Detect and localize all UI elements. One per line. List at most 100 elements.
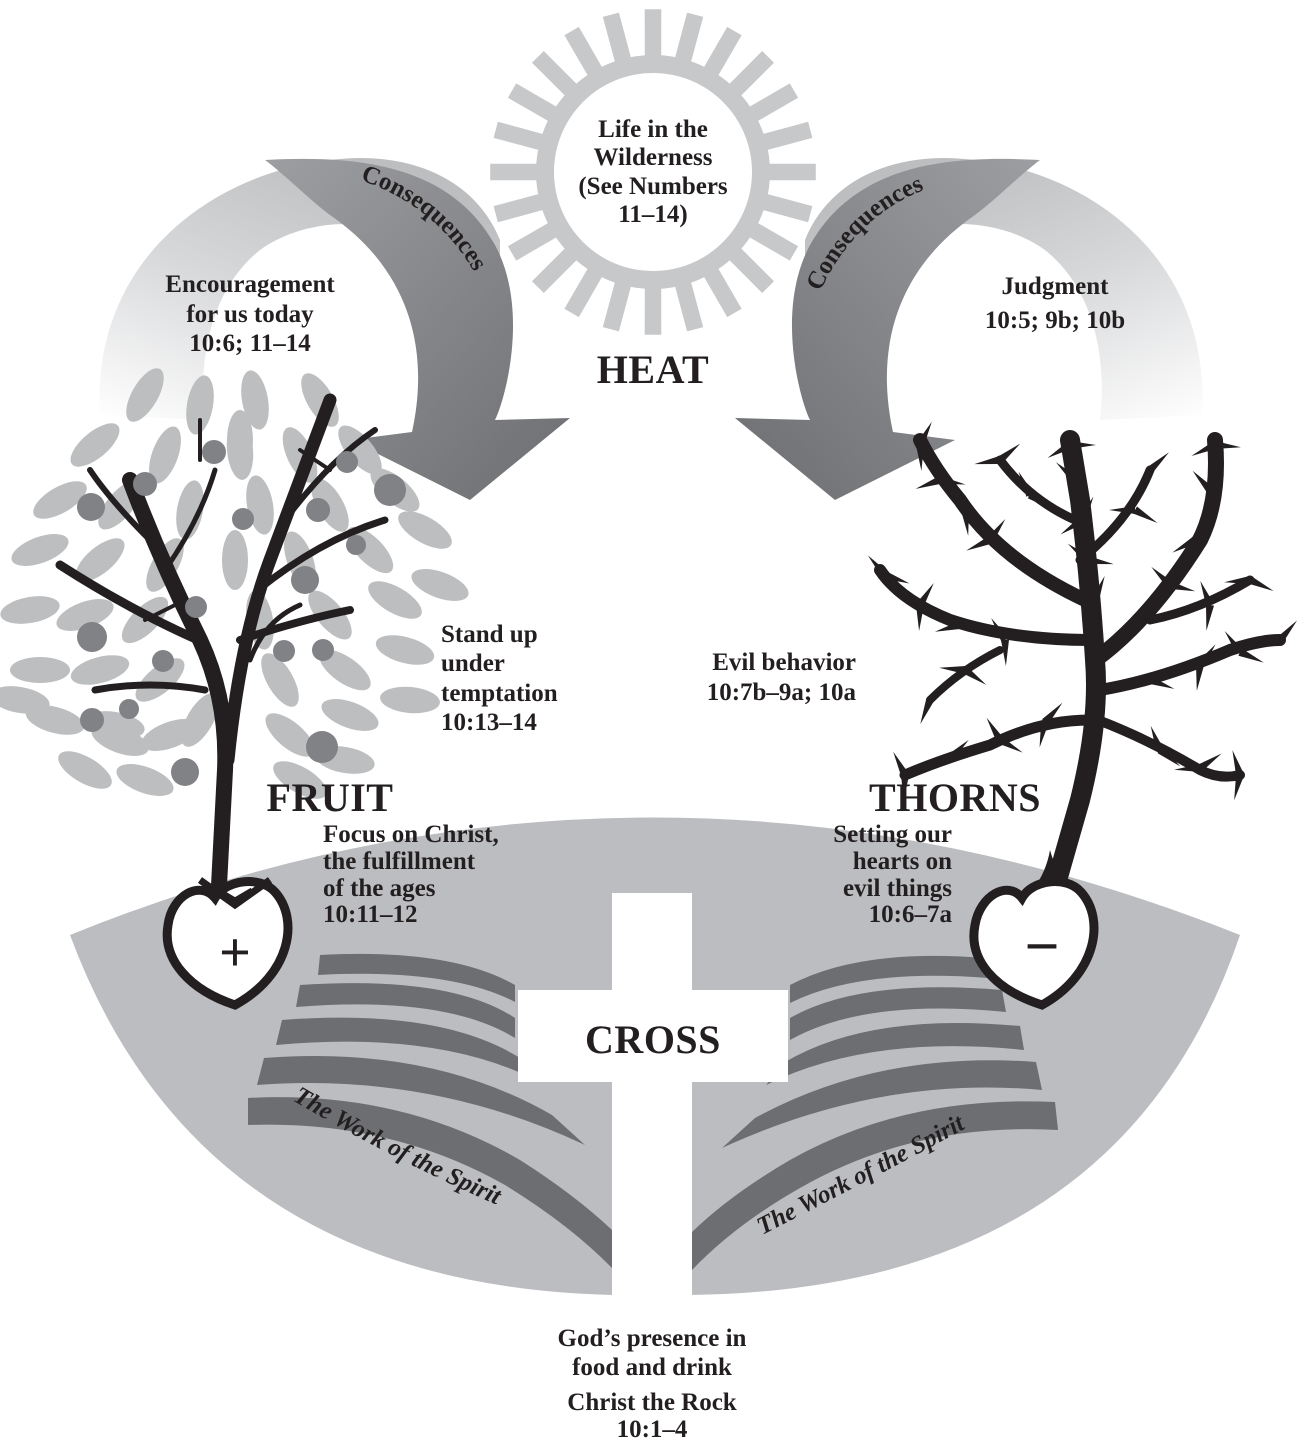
- fruit: [185, 596, 207, 618]
- thorn-spike: [916, 605, 924, 631]
- thorn-branch: [1095, 440, 1216, 660]
- plus-symbol: +: [205, 925, 265, 981]
- stand-up-text: Stand up under temptation 10:13–14: [441, 620, 621, 737]
- thorns-label: THORNS: [850, 774, 1060, 821]
- thorn-spike: [1087, 556, 1113, 564]
- setting-line: 10:6–7a: [790, 902, 952, 929]
- presence-line: God’s presence in: [512, 1325, 792, 1354]
- encouragement-text: Encouragement for us today 10:6; 11–14: [140, 270, 360, 359]
- stand-up-line: temptation: [441, 679, 621, 708]
- thorn-spike: [1206, 604, 1214, 630]
- setting-line: evil things: [790, 876, 952, 903]
- judgment-line: 10:5; 9b; 10b: [955, 304, 1155, 338]
- sun-text: Life in the Wilderness (See Numbers 11–1…: [553, 116, 753, 229]
- focus-text: Focus on Christ, the fulfillment of the …: [323, 822, 523, 929]
- thorn-branch: [1098, 720, 1240, 777]
- thorn-spike: [939, 666, 965, 674]
- rock-line: 10:1–4: [512, 1417, 792, 1444]
- fruit: [171, 758, 199, 786]
- judgment-line: Judgment: [955, 270, 1155, 304]
- encouragement-line: for us today: [140, 300, 360, 330]
- thorn-spike: [916, 476, 942, 489]
- fruit: [119, 699, 139, 719]
- fruit: [346, 535, 366, 555]
- sun-ray: [645, 9, 662, 62]
- fruit: [202, 440, 226, 464]
- thorn-spike: [1198, 754, 1222, 772]
- setting-line: hearts on: [790, 849, 952, 876]
- thorn-spike: [1040, 721, 1049, 747]
- thorn-spike: [1133, 507, 1158, 524]
- fruit: [77, 493, 105, 521]
- evil-behavior-line: 10:7b–9a; 10a: [670, 678, 856, 708]
- thorn-spike: [1147, 452, 1169, 473]
- fruit: [312, 639, 334, 661]
- thorn-spike: [1215, 441, 1241, 449]
- setting-line: Setting our: [790, 822, 952, 849]
- focus-line: 10:11–12: [323, 902, 523, 929]
- fruit-label: FRUIT: [250, 774, 410, 821]
- encouragement-line: Encouragement: [140, 270, 360, 300]
- leaf: [53, 744, 118, 797]
- fruit: [232, 508, 254, 530]
- fruit: [374, 474, 406, 506]
- setting-text: Setting our hearts on evil things 10:6–7…: [790, 822, 952, 929]
- leaf: [227, 410, 253, 470]
- evil-behavior-line: Evil behavior: [670, 648, 856, 678]
- focus-line: of the ages: [323, 876, 523, 903]
- leaf: [0, 592, 62, 628]
- leaf: [64, 416, 127, 474]
- leaf: [112, 758, 177, 803]
- thorn-spike: [1248, 576, 1273, 591]
- thorn-spike: [1070, 441, 1096, 449]
- stand-up-line: 10:13–14: [441, 708, 621, 737]
- heat-label: HEAT: [553, 346, 753, 393]
- thorn-spike: [961, 510, 969, 536]
- sun-text-line: 11–14): [553, 201, 753, 229]
- thorn-spike: [998, 444, 1021, 464]
- leaf: [317, 693, 382, 738]
- thorn-spike: [1238, 648, 1263, 662]
- sun-ray: [763, 164, 816, 181]
- fruit: [80, 708, 104, 732]
- sun-text-line: Wilderness: [553, 144, 753, 172]
- leaf: [373, 630, 438, 671]
- stand-up-line: Stand up: [441, 620, 621, 649]
- fruit: [133, 472, 157, 496]
- fruit: [336, 451, 358, 473]
- thorn-spike: [966, 536, 991, 550]
- sun-text-line: (See Numbers: [553, 173, 753, 201]
- minus-symbol: −: [1011, 916, 1073, 978]
- leaf: [10, 657, 70, 683]
- sun-ray: [490, 164, 543, 181]
- fruit: [152, 650, 174, 672]
- rock-line: Christ the Rock: [512, 1390, 792, 1417]
- thorn-branch: [1100, 640, 1280, 690]
- judgment-text: Judgment 10:5; 9b; 10b: [955, 270, 1155, 338]
- stand-up-line: under: [441, 649, 621, 678]
- leaf: [222, 530, 248, 590]
- focus-line: Focus on Christ,: [323, 822, 523, 849]
- sun-ray: [645, 282, 662, 335]
- fruit: [77, 622, 107, 652]
- leaf: [407, 563, 472, 608]
- thorn-spike: [1277, 620, 1297, 642]
- presence-text: God’s presence in food and drink: [512, 1325, 792, 1383]
- fruit: [291, 566, 319, 594]
- thorn-branch: [905, 720, 1090, 775]
- rock-text: Christ the Rock 10:1–4: [512, 1390, 792, 1443]
- thorn-spike: [1224, 576, 1250, 584]
- thorn-spike: [1196, 665, 1204, 691]
- thorn-spike: [939, 476, 965, 484]
- thorn-spike: [920, 699, 933, 725]
- cross-label: CROSS: [522, 1016, 784, 1063]
- thorn-spike: [963, 667, 987, 685]
- sun-text-line: Life in the: [553, 116, 753, 144]
- presence-line: food and drink: [512, 1354, 792, 1383]
- leaf: [379, 684, 441, 715]
- evil-behavior-text: Evil behavior 10:7b–9a; 10a: [670, 648, 856, 707]
- fruit: [306, 498, 330, 522]
- thorn-spike: [974, 456, 1000, 464]
- leaf: [393, 504, 458, 557]
